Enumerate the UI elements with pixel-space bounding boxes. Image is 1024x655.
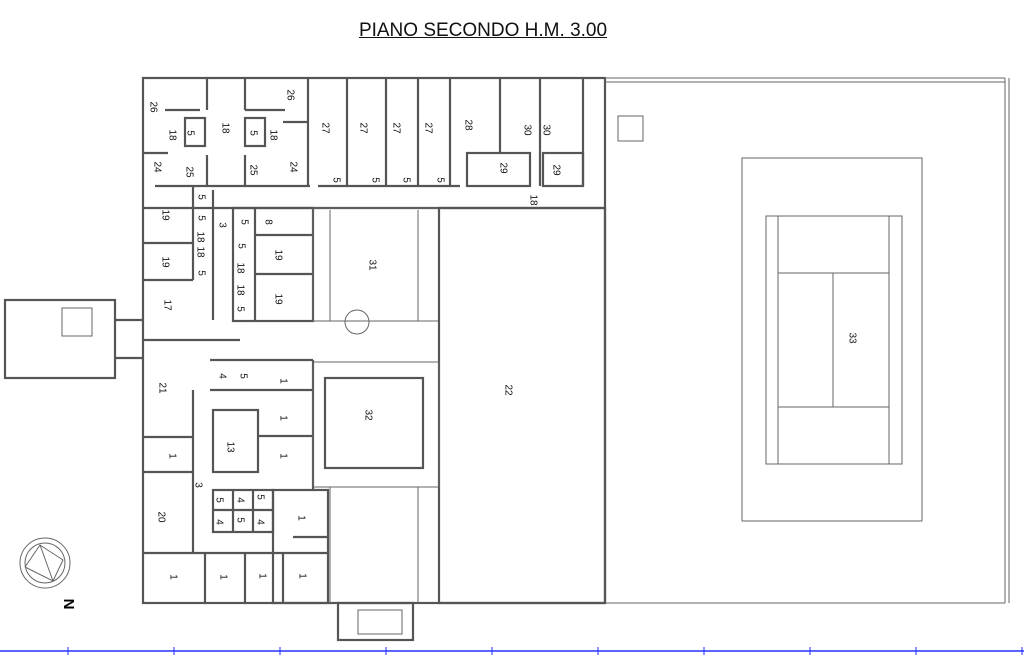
room-label: 1: [166, 453, 177, 459]
room-label: 21: [156, 382, 167, 394]
room-label: 4: [216, 373, 227, 379]
room-label: 31: [366, 259, 377, 271]
room-label: 19: [159, 209, 170, 221]
room-label: 25: [247, 164, 258, 176]
room-label: 29: [550, 164, 561, 176]
plan-title: PIANO SECONDO H.M. 3.00: [358, 20, 608, 41]
room-label: 24: [151, 161, 162, 173]
room-label: 1: [277, 415, 288, 421]
room-label: 5: [369, 177, 380, 183]
room-label: 17: [161, 299, 172, 311]
room-label: 4: [213, 519, 224, 525]
room-label: 18: [234, 284, 245, 296]
room-label: 27: [390, 122, 401, 134]
room-label: 26: [284, 89, 295, 101]
room-label: 30: [540, 124, 551, 136]
sports-court: [741, 157, 923, 522]
room-label: 24: [287, 161, 298, 173]
room-label: 19: [159, 256, 170, 268]
room-label: 13: [224, 441, 235, 453]
room-label: 5: [234, 306, 245, 312]
walls: [3, 76, 1010, 642]
room-label: 5: [184, 130, 195, 136]
room-label: 30: [521, 124, 532, 136]
room-label: 1: [256, 573, 267, 579]
room-label: 27: [319, 122, 330, 134]
room-label: 18: [166, 129, 177, 141]
room-label: 5: [237, 373, 248, 379]
room-label: 18: [219, 122, 230, 134]
room-label: 33: [846, 332, 857, 344]
room-label: 4: [254, 519, 265, 525]
room-label: 5: [213, 497, 224, 503]
room-label: 18: [194, 246, 205, 258]
north-compass-icon: [19, 537, 71, 589]
room-label: 18: [527, 194, 538, 206]
room-label: 4: [234, 497, 245, 503]
room-label: 1: [277, 378, 288, 384]
room-label: 26: [147, 101, 158, 113]
room-label: 3: [192, 482, 203, 488]
room-label: 5: [195, 215, 206, 221]
room-label: 20: [155, 511, 166, 523]
room-label: 18: [234, 262, 245, 274]
room-label: 1: [295, 515, 306, 521]
room-label: 22: [502, 384, 513, 396]
room-label: 27: [422, 122, 433, 134]
room-label: 5: [400, 177, 411, 183]
room-label: 3: [216, 222, 227, 228]
room-label: 18: [267, 129, 278, 141]
room-label: 5: [195, 194, 206, 200]
room-label: 5: [247, 130, 258, 136]
room-label: 32: [362, 409, 373, 421]
room-label: 1: [296, 573, 307, 579]
room-label: 5: [330, 177, 341, 183]
room-label: 19: [272, 293, 283, 305]
room-label: 19: [272, 249, 283, 261]
room-label: 29: [497, 162, 508, 174]
room-label: 1: [277, 453, 288, 459]
room-label: 27: [357, 122, 368, 134]
room-label: 1: [167, 574, 178, 580]
north-label: N: [60, 599, 77, 610]
scale-line: [0, 647, 1024, 655]
room-label: 18: [194, 231, 205, 243]
room-label: 5: [235, 243, 246, 249]
room-label: 5: [238, 219, 249, 225]
room-label: 28: [462, 119, 473, 131]
room-label: 5: [195, 270, 206, 276]
room-label: 5: [434, 177, 445, 183]
room-label: 25: [183, 166, 194, 178]
room-label: 8: [262, 219, 273, 225]
room-label: 5: [234, 517, 245, 523]
room-label: 1: [217, 574, 228, 580]
room-label: 5: [254, 494, 265, 500]
